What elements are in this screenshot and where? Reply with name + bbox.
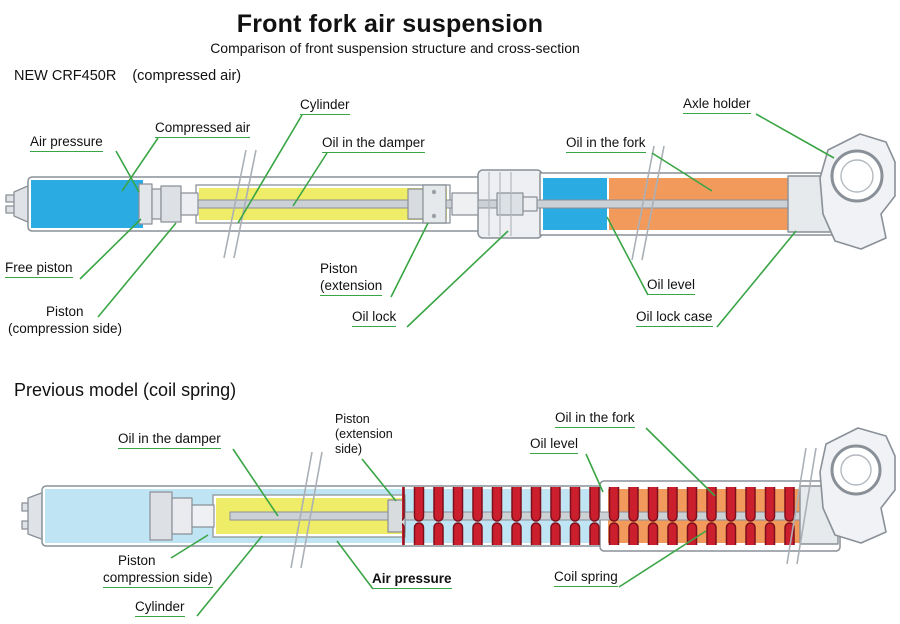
leader-air-pressure-prev — [336, 540, 374, 590]
leader-piston-extension — [390, 222, 429, 298]
leader-oil-in-damper-prev — [232, 448, 279, 517]
leader-piston-compression — [97, 222, 177, 318]
label-air-pressure: Air pressure — [30, 133, 103, 152]
label-oil-in-fork: Oil in the fork — [566, 134, 646, 153]
label-piston-extension-prev-line1: Piston — [335, 412, 370, 426]
free-piston — [138, 183, 162, 225]
label-piston-extension-prev: Piston (extension side) — [335, 412, 393, 457]
label-oil-level-prev: Oil level — [530, 435, 579, 454]
label-oil-in-damper: Oil in the damper — [322, 134, 425, 153]
leader-piston-extension-prev — [361, 458, 397, 502]
new-model-note: (compressed air) — [132, 68, 242, 84]
fork-cap-left-prev — [21, 491, 45, 541]
leader-oil-lock — [406, 230, 509, 328]
label-piston-compression-prev-line1: Piston — [118, 553, 156, 568]
leader-coil-spring-prev — [618, 530, 707, 588]
leader-oil-in-fork — [651, 152, 713, 192]
label-piston-extension-prev-line2: (extension — [335, 427, 393, 441]
previous-fork-diagram — [21, 427, 896, 569]
fork-cap-left — [5, 184, 31, 224]
oil-lock-part — [496, 192, 538, 216]
label-compressed-air: Compressed air — [155, 119, 251, 138]
leader-oil-level — [606, 216, 649, 296]
piston-compression-prev — [149, 491, 215, 541]
previous-model-heading: Previous model (coil spring) — [14, 380, 237, 400]
leader-piston-compression-prev — [170, 534, 209, 559]
leader-oil-level-prev — [585, 453, 604, 493]
leader-axle-holder — [755, 113, 835, 159]
label-oil-lock-case: Oil lock case — [636, 308, 713, 327]
leader-air-pressure — [115, 150, 140, 193]
label-oil-lock: Oil lock — [352, 308, 397, 327]
leader-cylinder-prev — [196, 535, 263, 617]
collar-ridges — [488, 172, 512, 236]
label-piston-compression-prev-line2: compression side) — [103, 569, 213, 588]
compressed-air-region — [31, 180, 143, 228]
piston-extension — [407, 184, 447, 224]
break-lines-new — [223, 145, 665, 261]
label-piston-extension-prev-line3: side) — [335, 442, 363, 456]
leader-free-piston — [79, 218, 142, 280]
label-piston-compression-line2: (compression side) — [8, 321, 123, 336]
new-fork-diagram — [5, 133, 896, 261]
label-air-pressure-prev: Air pressure — [372, 570, 452, 589]
label-free-piston: Free piston — [5, 259, 73, 278]
piston-compression — [160, 185, 199, 223]
label-axle-holder: Axle holder — [683, 95, 751, 114]
page-title: Front fork air suspension — [236, 10, 544, 38]
leader-oil-in-damper — [292, 152, 328, 207]
rebound-assembly — [451, 192, 479, 216]
label-piston-extension-line2: (extension — [320, 278, 383, 293]
label-oil-in-damper-prev: Oil in the damper — [118, 430, 221, 449]
coil-spring — [402, 487, 802, 545]
new-model-name: NEW CRF450R — [14, 68, 117, 84]
label-piston-compression: Piston (compression side) — [8, 303, 122, 337]
leader-lines — [79, 113, 835, 617]
leader-cylinder — [237, 114, 303, 224]
label-coil-spring-prev: Coil spring — [554, 568, 618, 587]
leader-oil-in-fork-prev — [645, 427, 716, 497]
leader-oil-lock-case — [716, 230, 797, 328]
new-model-heading: NEW CRF450R (compressed air) — [14, 68, 241, 84]
label-piston-compression-prev: Piston compression side) — [103, 552, 213, 588]
label-oil-level: Oil level — [647, 276, 696, 295]
break-lines-prev — [290, 447, 817, 569]
label-piston-extension: Piston (extension — [320, 260, 383, 296]
label-piston-extension-line1: Piston — [320, 261, 358, 276]
label-cylinder-prev: Cylinder — [135, 598, 185, 617]
label-oil-in-fork-prev: Oil in the fork — [555, 409, 635, 428]
axle-holder-prev — [819, 427, 896, 544]
axle-holder — [819, 133, 896, 250]
leader-compressed-air — [121, 137, 159, 192]
label-cylinder: Cylinder — [300, 96, 350, 115]
label-piston-compression-line1: Piston — [46, 304, 84, 319]
page-subtitle: Comparison of front suspension structure… — [210, 40, 580, 56]
